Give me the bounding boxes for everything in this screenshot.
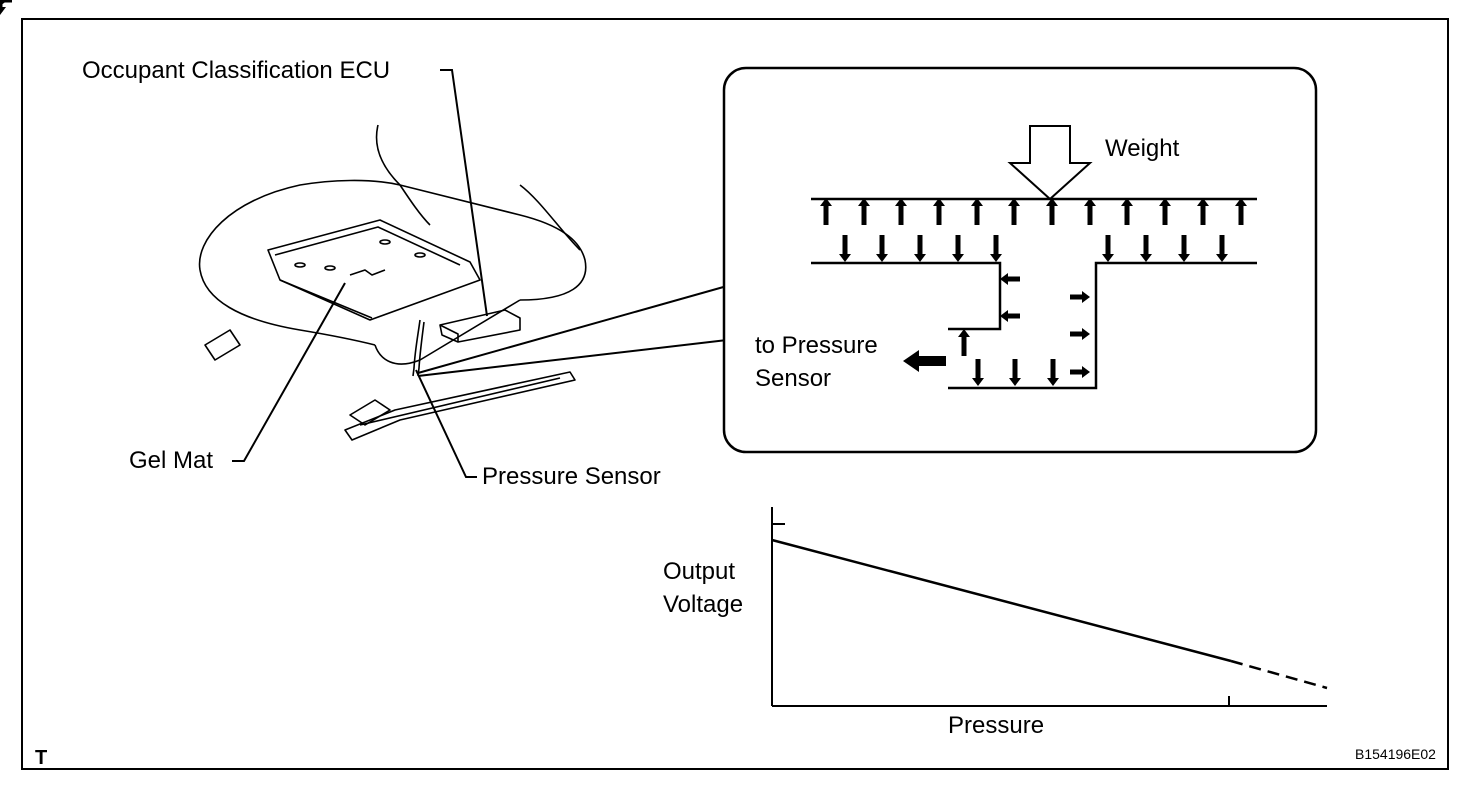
outflow-arrow-icon [903, 350, 946, 372]
corner-mark: T [35, 747, 48, 769]
leader-lines [232, 69, 488, 478]
weight-label: Weight [1105, 135, 1180, 162]
pressure-sensor-leader [415, 369, 477, 478]
to-pressure-sensor-label-line2: Sensor [755, 365, 832, 392]
graph-ylabel-line2: Voltage [663, 591, 744, 618]
voltage-line [771, 538, 1232, 663]
ecu-label: Occupant Classification ECU [82, 57, 391, 84]
pressure-arrows-right [0, 0, 1090, 378]
voltage-line-extrapolated [1230, 659, 1328, 690]
gel-chamber-outline [811, 197, 1257, 390]
gel-mat-label: Gel Mat [129, 447, 214, 474]
graph-ylabel-line1: Output [663, 558, 736, 585]
gel-mat-leader [232, 282, 346, 462]
voltage-pressure-graph [771, 507, 1328, 707]
weight-arrow-icon [1007, 125, 1093, 201]
figure-frame [21, 18, 1449, 770]
to-pressure-sensor-label-line1: to Pressure [755, 332, 878, 359]
ecu-leader [440, 69, 488, 317]
graph-xlabel: Pressure [948, 712, 1045, 739]
seat-illustration [198, 124, 587, 441]
figure-code: B154196E02 [1355, 746, 1436, 762]
detail-callout-box [722, 66, 1318, 454]
pressure-sensor-label: Pressure Sensor [482, 463, 661, 490]
callout-wedge [417, 285, 728, 377]
